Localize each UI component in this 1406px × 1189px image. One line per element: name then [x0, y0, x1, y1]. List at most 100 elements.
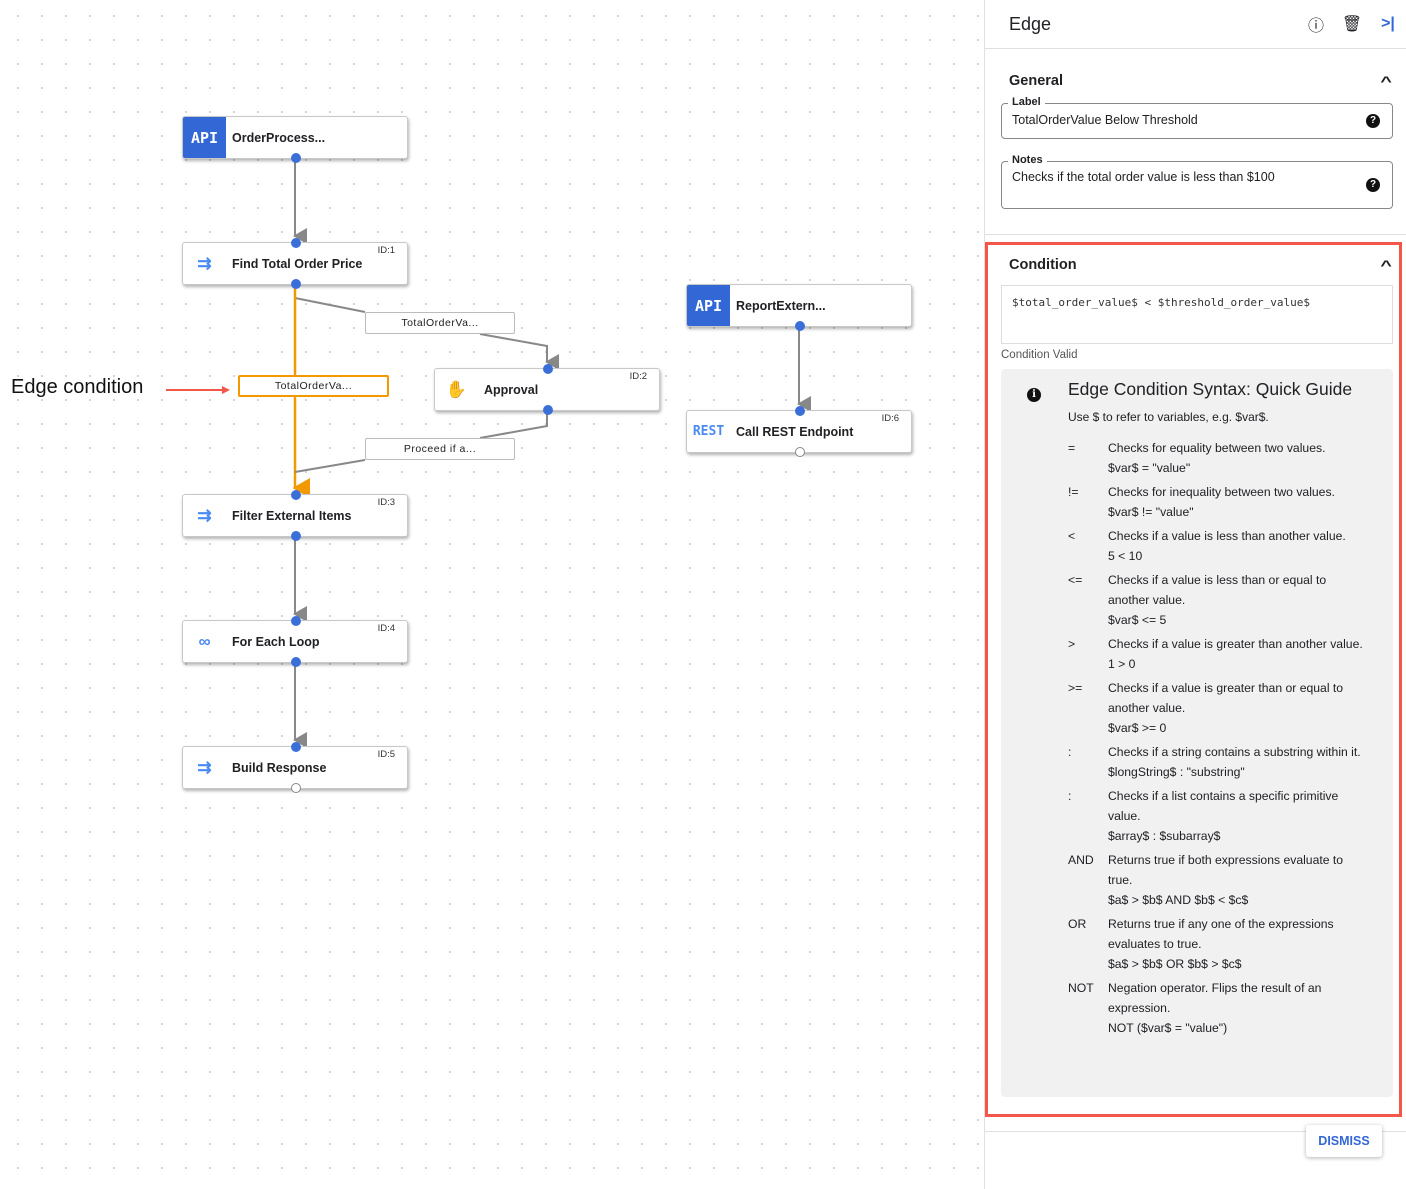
- operator: AND: [1068, 853, 1094, 867]
- merge-icon: ⇉: [197, 505, 212, 525]
- footer-divider: [985, 1131, 1406, 1132]
- operator-example: $array$ : $subarray$: [1108, 829, 1221, 843]
- node-id: ID:4: [377, 623, 395, 634]
- output-port[interactable]: [291, 657, 301, 667]
- operator-example: $var$ = "value": [1108, 461, 1191, 475]
- input-port[interactable]: [795, 406, 805, 416]
- guide-title: Edge Condition Syntax: Quick Guide: [1068, 379, 1353, 399]
- panel-title: Edge: [1009, 13, 1052, 34]
- output-port[interactable]: [795, 447, 805, 457]
- condition-input[interactable]: $total_order_value$ < $threshold_order_v…: [1001, 285, 1393, 344]
- operator-example: $a$ > $b$ AND $b$ < $c$: [1108, 893, 1249, 907]
- condition-section-header[interactable]: Condition ^: [985, 257, 1406, 273]
- operator: <=: [1068, 573, 1083, 587]
- label-input[interactable]: TotalOrderValue Below Threshold: [1012, 113, 1198, 127]
- delete-icon[interactable]: 🗑: [1341, 16, 1363, 33]
- guide-item: :Checks if a string contains a substring…: [1068, 742, 1379, 782]
- operator-example: $var$ != "value": [1108, 505, 1194, 519]
- operator-description: Returns true if both expressions evaluat…: [1108, 853, 1344, 887]
- output-port[interactable]: [291, 783, 301, 793]
- panel-header: Edge ⓘ 🗑 >|: [985, 0, 1406, 49]
- api-icon: API: [687, 285, 730, 326]
- operator: NOT: [1068, 981, 1094, 995]
- output-port[interactable]: [795, 321, 805, 331]
- guide-item: != Checks for inequality between two valu…: [1068, 482, 1379, 522]
- merge-icon: ⇉: [197, 757, 212, 777]
- guide-item: <Checks if a value is less than another …: [1068, 526, 1379, 566]
- chevron-up-icon[interactable]: ^: [1380, 257, 1392, 273]
- operator-description: Checks for inequality between two values…: [1108, 485, 1335, 499]
- input-port[interactable]: [291, 490, 301, 500]
- operator-example: $var$ >= 0: [1108, 721, 1167, 735]
- node-id: ID:5: [377, 749, 395, 760]
- general-section-header[interactable]: General ^: [985, 73, 1406, 89]
- api-icon: API: [183, 117, 226, 158]
- output-port[interactable]: [291, 153, 301, 163]
- help-icon[interactable]: ⓘ: [1307, 18, 1324, 35]
- field-legend: Label: [1008, 96, 1045, 108]
- operator-example: NOT ($var$ = "value"): [1108, 1021, 1228, 1035]
- operator-description: Checks if a value is greater than or equ…: [1108, 681, 1344, 715]
- help-circle-icon[interactable]: ?: [1366, 178, 1380, 192]
- field-legend: Notes: [1008, 154, 1047, 166]
- edge-label[interactable]: Proceed if a...: [365, 438, 515, 460]
- input-port[interactable]: [291, 742, 301, 752]
- highlight-box: [985, 242, 1402, 1117]
- output-port[interactable]: [291, 279, 301, 289]
- help-circle-icon[interactable]: ?: [1366, 114, 1380, 128]
- operator: !=: [1068, 485, 1079, 499]
- node-build-response[interactable]: ⇉ Build Response ID:5: [182, 742, 408, 793]
- condition-status: Condition Valid: [1001, 349, 1078, 361]
- output-port[interactable]: [291, 531, 301, 541]
- node-name: Build Response: [232, 760, 327, 775]
- chevron-up-icon[interactable]: ^: [1380, 73, 1392, 89]
- node-id: ID:1: [377, 245, 395, 256]
- operator-description: Checks if a value is less than another v…: [1108, 529, 1346, 543]
- output-port[interactable]: [543, 405, 553, 415]
- guide-item: >Checks if a value is greater than anoth…: [1068, 634, 1379, 674]
- notes-textarea[interactable]: Checks if the total order value is less …: [1012, 170, 1275, 184]
- operator-description: Negation operator. Flips the result of a…: [1108, 981, 1322, 1015]
- input-port[interactable]: [543, 364, 553, 374]
- node-report-extern[interactable]: API ReportExtern...: [686, 284, 912, 331]
- node-id: ID:3: [377, 497, 395, 508]
- operator-example: 1 > 0: [1108, 657, 1136, 671]
- operator: OR: [1068, 917, 1087, 931]
- guide-item: >= Checks if a value is greater than or e…: [1068, 678, 1379, 738]
- node-name: Call REST Endpoint: [736, 424, 854, 439]
- guide-item: <= Checks if a value is less than or equa…: [1068, 570, 1379, 630]
- section-title: General: [1009, 73, 1063, 89]
- input-port[interactable]: [291, 238, 301, 248]
- edges-layer: [166, 160, 811, 748]
- node-id: ID:2: [629, 371, 647, 382]
- annotation-arrowhead: [222, 386, 230, 394]
- edge-label-selected[interactable]: TotalOrderVa...: [238, 375, 389, 397]
- operator-description: Returns true if any one of the expressio…: [1108, 917, 1334, 951]
- operator-example: $var$ <= 5: [1108, 613, 1167, 627]
- dismiss-button[interactable]: DISMISS: [1306, 1125, 1382, 1157]
- edge-label[interactable]: TotalOrderVa...: [365, 312, 515, 334]
- section-title: Condition: [1009, 257, 1077, 273]
- guide-item: :Checks if a list contains a specific pr…: [1068, 786, 1379, 846]
- syntax-guide: i Edge Condition Syntax: Quick Guide Use…: [1001, 369, 1393, 1097]
- edge-find-approval[interactable]: [294, 297, 547, 362]
- node-name: ReportExtern...: [736, 298, 826, 313]
- edge-approval-filter[interactable]: [294, 412, 548, 473]
- input-port[interactable]: [291, 616, 301, 626]
- merge-icon: ⇉: [197, 253, 212, 273]
- operator-description: Checks if a string contains a substring …: [1108, 745, 1361, 759]
- operator-description: Checks if a value is less than or equal …: [1108, 573, 1327, 607]
- operator: :: [1068, 789, 1072, 803]
- node-name: For Each Loop: [232, 634, 320, 649]
- collapse-panel-icon[interactable]: >|: [1381, 15, 1395, 32]
- operator: >=: [1068, 681, 1083, 695]
